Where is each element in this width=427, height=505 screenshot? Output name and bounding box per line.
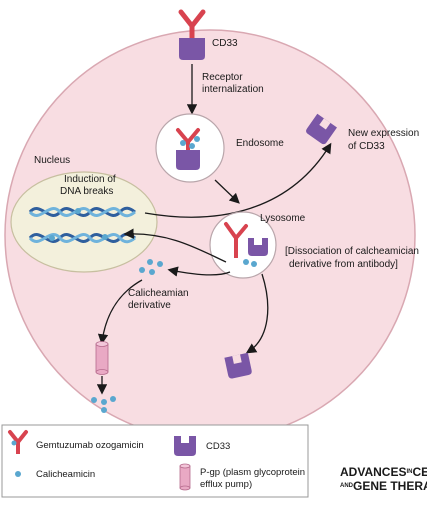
nucleus-label: Nucleus	[34, 155, 70, 166]
calicheamicin-to-pgp-arrow	[97, 279, 143, 345]
calicheamian-label-1: Calicheamian	[128, 288, 189, 299]
lysosome-contents	[224, 222, 268, 267]
legend-calicheamicin-icon	[15, 471, 21, 477]
brand-line1-a: ADVANCES	[340, 465, 406, 479]
lysosome-to-recycled-cd33-arrow	[245, 273, 269, 354]
new-expression-label-1: New expression	[348, 128, 419, 139]
brand-line1-c: CELL	[412, 465, 427, 479]
legend-pgp-label-2: efflux pump)	[200, 479, 252, 490]
dna-calicheamicin-dots	[49, 208, 108, 241]
endosome-complex	[176, 128, 200, 170]
dissociation-label-1: [Dissociation of calcheamician	[285, 246, 419, 257]
legend-gemtuzumab-label: Gemtuzumab ozogamicin	[36, 440, 144, 451]
svg-text:ANDGENE THERAPY: ANDGENE THERAPY	[340, 479, 427, 493]
cd33-recycled	[224, 352, 252, 379]
dna-helix-1	[28, 206, 136, 218]
journal-logo: ADVANCESINCELL ANDGENE THERAPY	[340, 465, 427, 493]
receptor-internalization-label-2: internalization	[202, 84, 264, 95]
lysosome	[209, 211, 277, 279]
pgp-pump	[95, 341, 109, 375]
endosome-label: Endosome	[236, 138, 284, 149]
calicheamian-label-2: derivative	[128, 300, 171, 311]
new-expression-label-2: of CD33	[348, 141, 385, 152]
effluxed-calicheamicin	[91, 396, 116, 413]
nucleus-to-membrane-arrow	[144, 142, 332, 218]
brand-line1-b: IN	[406, 469, 412, 475]
legend-pgp-icon	[179, 463, 191, 491]
legend-calicheamicin-label: Calicheamicin	[36, 469, 95, 480]
legend-pgp-label-1: P-gp (plasm glycoprotein	[200, 467, 305, 478]
induction-label-2: DNA breaks	[60, 186, 113, 197]
nucleus	[10, 171, 158, 273]
cd33-new-expression	[306, 113, 337, 145]
lysosome-to-nucleus-arrow	[123, 228, 227, 263]
antibody-cd33-complex-top	[178, 9, 206, 60]
brand-line2-a: AND	[340, 483, 354, 489]
cd33-top-label: CD33	[212, 38, 238, 49]
lysosome-to-calicheamicin-arrow	[167, 266, 231, 277]
endosome-to-lysosome-arrow	[214, 179, 240, 204]
legend-cd33-icon	[174, 436, 196, 456]
legend-cd33-label: CD33	[206, 441, 230, 452]
free-calicheamicin	[139, 259, 163, 275]
svg-text:ADVANCESINCELL: ADVANCESINCELL	[340, 465, 427, 479]
legend-box	[1, 424, 309, 498]
lysosome-label: Lysosome	[260, 213, 306, 224]
legend-gemtuzumab-icon	[8, 430, 28, 454]
dissociation-label-2: derivative from antibody]	[289, 259, 398, 270]
induction-label-1: Induction of	[64, 174, 116, 185]
brand-line2-b: GENE THERAPY	[353, 479, 427, 493]
receptor-internalization-label-1: Receptor	[202, 72, 243, 83]
